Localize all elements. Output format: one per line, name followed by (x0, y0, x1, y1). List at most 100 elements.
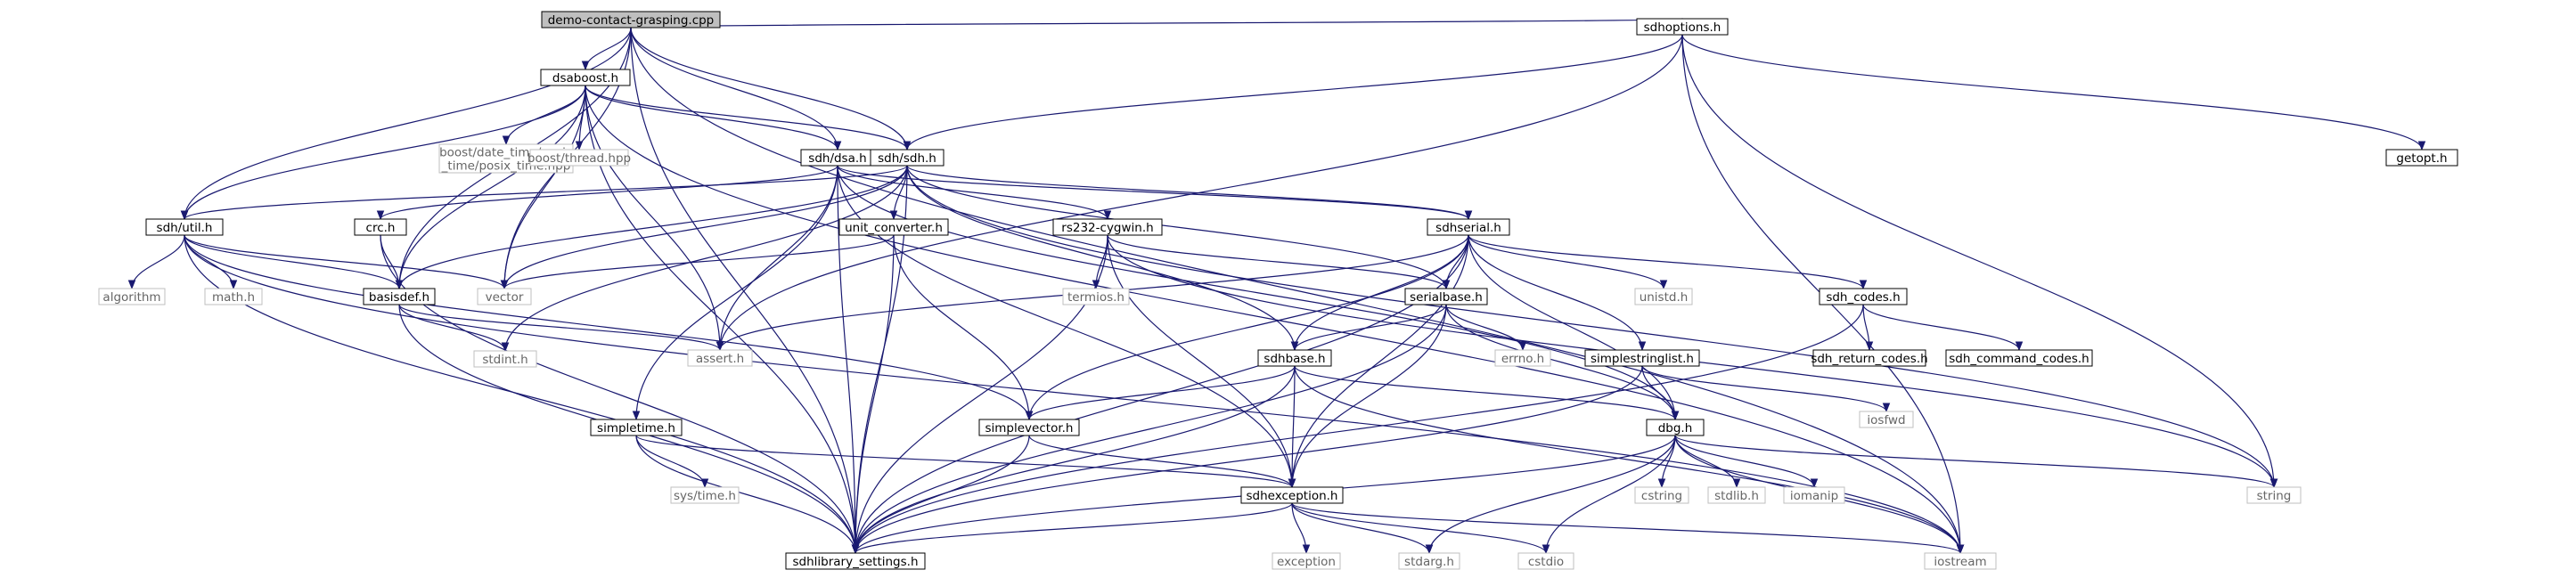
node-algorithm: algorithm (98, 288, 166, 305)
edge-dsa-to-crc (376, 165, 838, 221)
edge-dsaboost-to-vector (500, 85, 586, 290)
edge-simplevector-to-sdhexception (1028, 435, 1296, 489)
node-iosfwd: iosfwd (1859, 411, 1914, 428)
node-label: assert.h (696, 352, 744, 366)
node-string: string (2246, 486, 2302, 504)
node-label: stdlib.h (1714, 489, 1759, 503)
edge-serialbase-to-dbg (1445, 304, 1680, 421)
edge-serialbase-to-sdhbase (1290, 304, 1447, 352)
node-cstdio: cstdio (1517, 552, 1574, 570)
node-box (541, 11, 721, 28)
edge-util-to-vector (184, 234, 509, 290)
node-termios: termios.h (1062, 288, 1130, 305)
node-box (687, 349, 753, 367)
edge-dsa-to-rs232 (837, 165, 1112, 221)
edge-simplestringlist-to-iosfwd (1641, 365, 1891, 413)
node-sdhcommand[interactable]: sdh_command_codes.h (1945, 349, 2093, 367)
edge-dsaboost-to-basisdef (395, 85, 586, 290)
edge-sdhexception-to-exception (1291, 502, 1311, 555)
edge-sdh-to-basisdef (395, 165, 908, 290)
node-box (1783, 486, 1845, 504)
node-label: sdhserial.h (1435, 221, 1501, 235)
edge-dsaboost-to-assert (585, 85, 724, 352)
node-sdh[interactable]: sdh/sdh.h (870, 149, 945, 167)
edge-dsaboost-to-dsa (585, 85, 842, 151)
edge-basisdef-to-stdint (398, 304, 510, 353)
node-getopt[interactable]: getopt.h (2385, 149, 2458, 167)
node-errno: errno.h (1494, 349, 1551, 367)
node-util[interactable]: sdh/util.h (145, 218, 224, 236)
edge-sdhcodes-to-sdhreturn (1862, 304, 1874, 352)
edge-sdhbase-to-sdhlib (851, 365, 1296, 555)
node-sdhlib[interactable]: sdhlibrary_settings.h (785, 552, 926, 570)
node-box (1945, 349, 2093, 367)
node-crc[interactable]: crc.h (354, 218, 407, 236)
node-dsaboost[interactable]: dsaboost.h (540, 69, 631, 86)
node-simpletime[interactable]: simpletime.h (590, 419, 683, 436)
node-simplevector[interactable]: simplevector.h (978, 419, 1080, 436)
node-label: termios.h (1067, 290, 1124, 305)
edge-sdh-to-sdhserial (906, 165, 1473, 221)
node-sdhcodes[interactable]: sdh_codes.h (1819, 288, 1908, 305)
node-unitconv[interactable]: unit_converter.h (838, 218, 949, 236)
edge-sdh-to-unitconv (889, 165, 908, 221)
node-stdlib: stdlib.h (1707, 486, 1766, 504)
node-label: sdhbase.h (1263, 352, 1325, 366)
edge-sdh-to-string (906, 165, 2278, 489)
node-sdhexception[interactable]: sdhexception.h (1240, 486, 1344, 504)
node-simplestringlist[interactable]: simplestringlist.h (1584, 349, 1700, 367)
node-box (978, 419, 1080, 436)
node-dsa[interactable]: sdh/dsa.h (800, 149, 875, 167)
edge-util-to-algorithm (127, 234, 185, 290)
edge-dsa-to-dbg (837, 165, 1680, 421)
node-sdhserial[interactable]: sdhserial.h (1427, 218, 1510, 236)
node-box (1494, 349, 1551, 367)
edge-crc-to-sdhlib (380, 234, 860, 555)
node-box (363, 288, 436, 305)
edge-sdhbase-to-sdhexception (1288, 365, 1296, 489)
node-label: algorithm (102, 290, 160, 305)
node-label: errno.h (1501, 352, 1544, 366)
node-sdhreturn[interactable]: sdh_return_codes.h (1811, 349, 1928, 367)
node-box (2246, 486, 2302, 504)
node-sdhbase[interactable]: sdhbase.h (1257, 349, 1332, 367)
node-root[interactable]: demo-contact-grasping.cpp (541, 11, 721, 28)
edge-dbg-to-iomanip (1674, 435, 1819, 489)
node-label: basisdef.h (369, 290, 429, 305)
node-systime: sys/time.h (670, 486, 740, 504)
node-label: stdint.h (482, 353, 527, 367)
edge-dsaboost-to-sdh (585, 85, 912, 151)
edge-simplevector-to-sdhlib (851, 435, 1030, 555)
edge-sdhbase-to-simplevector (1025, 365, 1296, 421)
node-label: sdh_return_codes.h (1811, 352, 1927, 366)
node-label: sdh/sdh.h (878, 151, 936, 166)
edge-rs232-to-serialbase (1107, 234, 1451, 290)
edge-sdhoptions-to-assert (716, 34, 1683, 352)
edge-unitconv-to-sdhlib (851, 234, 895, 555)
edge-sdh-to-sdhbase (906, 165, 1299, 352)
edge-simpletime-to-sdhexception (635, 435, 1296, 489)
edge-dsaboost-to-util (180, 85, 586, 221)
node-dbg[interactable]: dbg.h (1646, 419, 1705, 436)
dependency-nodes: demo-contact-grasping.cpp dsaboost.h sdhop… (98, 11, 2458, 570)
edge-simpletime-to-sdhlib (635, 435, 860, 555)
node-basisdef[interactable]: basisdef.h (363, 288, 436, 305)
node-exception: exception (1272, 552, 1341, 570)
node-sdhoptions[interactable]: sdhoptions.h (1636, 18, 1729, 36)
node-box (590, 419, 683, 436)
node-box (477, 288, 532, 305)
edge-util-to-basisdef (184, 234, 404, 290)
node-label: sdhoptions.h (1644, 20, 1721, 35)
node-box (1404, 288, 1488, 305)
edge-dbg-to-string (1674, 435, 2278, 489)
edge-dsa-to-assert (716, 165, 838, 352)
node-label: rs232-cygwin.h (1061, 221, 1153, 235)
node-label: simplestringlist.h (1591, 352, 1694, 366)
node-box (870, 149, 945, 167)
edge-dsaboost-to-sdhlib (585, 85, 860, 555)
node-label: sdh/util.h (157, 221, 213, 235)
node-serialbase[interactable]: serialbase.h (1404, 288, 1488, 305)
node-rs232[interactable]: rs232-cygwin.h (1052, 218, 1163, 236)
edge-sdhcodes-to-sdhlib (851, 304, 1864, 555)
